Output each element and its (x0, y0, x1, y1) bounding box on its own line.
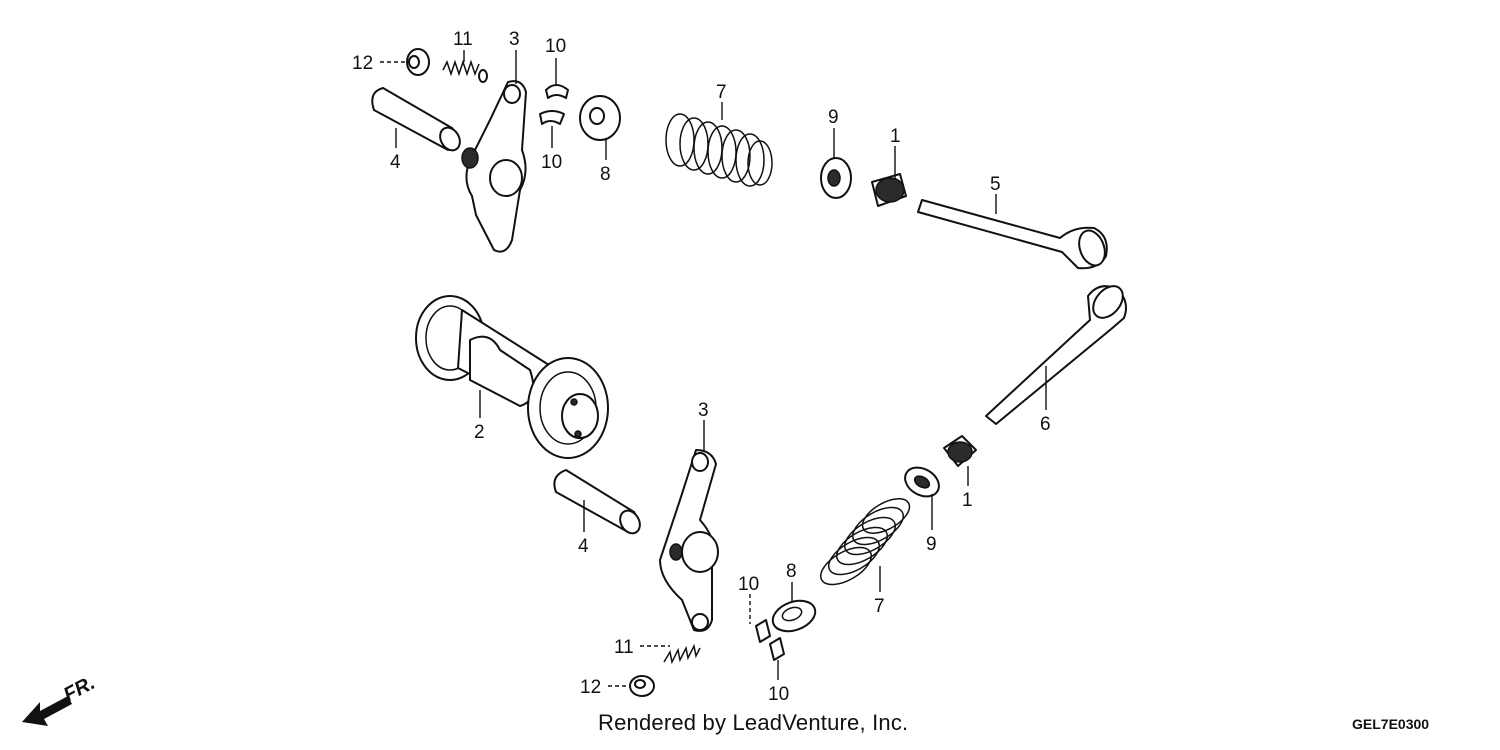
callout-8: 8 (786, 561, 797, 582)
part-9-washer-lower[interactable] (900, 462, 944, 503)
callout-11: 11 (614, 637, 634, 658)
callout-3: 3 (509, 29, 520, 50)
part-5-intake-valve[interactable] (917, 199, 1109, 270)
part-8-retainer-upper[interactable] (579, 95, 621, 141)
callout-7: 7 (716, 82, 727, 103)
callout-9: 9 (828, 107, 839, 128)
part-11-spring-lower[interactable] (663, 643, 701, 665)
part-4-rocker-shaft-lower[interactable] (553, 469, 643, 537)
part-11-spring-upper[interactable] (442, 59, 488, 83)
part-12-nut-lower[interactable] (629, 675, 655, 697)
part-7-valve-spring-lower[interactable] (815, 492, 915, 592)
callout-8: 8 (600, 164, 611, 185)
part-12-nut-upper[interactable] (406, 48, 430, 76)
callout-1: 1 (890, 126, 901, 147)
part-6-exhaust-valve[interactable] (985, 280, 1129, 425)
callout-7: 7 (874, 596, 885, 617)
callout-10: 10 (738, 574, 759, 595)
callout-10: 10 (768, 684, 789, 705)
callout-1: 1 (962, 490, 973, 511)
callout-12: 12 (352, 53, 373, 74)
callout-4: 4 (390, 152, 401, 173)
leader-lines (380, 50, 1047, 687)
callout-6: 6 (1040, 414, 1051, 435)
part-3-rocker-arm-upper[interactable] (461, 80, 527, 253)
callout-4: 4 (578, 536, 589, 557)
callout-10: 10 (541, 152, 562, 173)
callout-2: 2 (474, 422, 485, 443)
part-9-washer-upper[interactable] (820, 157, 852, 199)
callout-3: 3 (698, 400, 709, 421)
callout-5: 5 (990, 174, 1001, 195)
callout-12: 12 (580, 677, 601, 698)
diagram-code: GEL7E0300 (1352, 716, 1430, 732)
part-10-cotter-upper-a[interactable] (545, 84, 569, 99)
front-direction-indicator: FR. (22, 672, 99, 726)
part-1-stem-seal-lower[interactable] (943, 435, 977, 467)
part-7-valve-spring-upper[interactable] (665, 113, 773, 187)
callout-10: 10 (545, 36, 566, 57)
callout-9: 9 (926, 534, 937, 555)
part-4-rocker-shaft-upper[interactable] (371, 87, 464, 154)
part-10-cotter-lower-a[interactable] (755, 619, 771, 643)
part-1-stem-seal-upper[interactable] (871, 173, 907, 207)
part-8-retainer-lower[interactable] (769, 595, 820, 636)
part-3-rocker-arm-lower[interactable] (659, 449, 719, 632)
callout-11: 11 (453, 29, 473, 50)
part-10-cotter-upper-b[interactable] (539, 110, 565, 125)
part-10-cotter-lower-b[interactable] (769, 637, 785, 661)
front-arrow-icon (22, 696, 72, 726)
render-credit: Rendered by LeadVenture, Inc. (598, 710, 909, 735)
callout-numbers: 12 11 3 10 10 4 8 7 9 1 5 2 3 6 1 9 4 8 … (352, 29, 1051, 705)
part-2-camshaft[interactable] (415, 295, 609, 459)
